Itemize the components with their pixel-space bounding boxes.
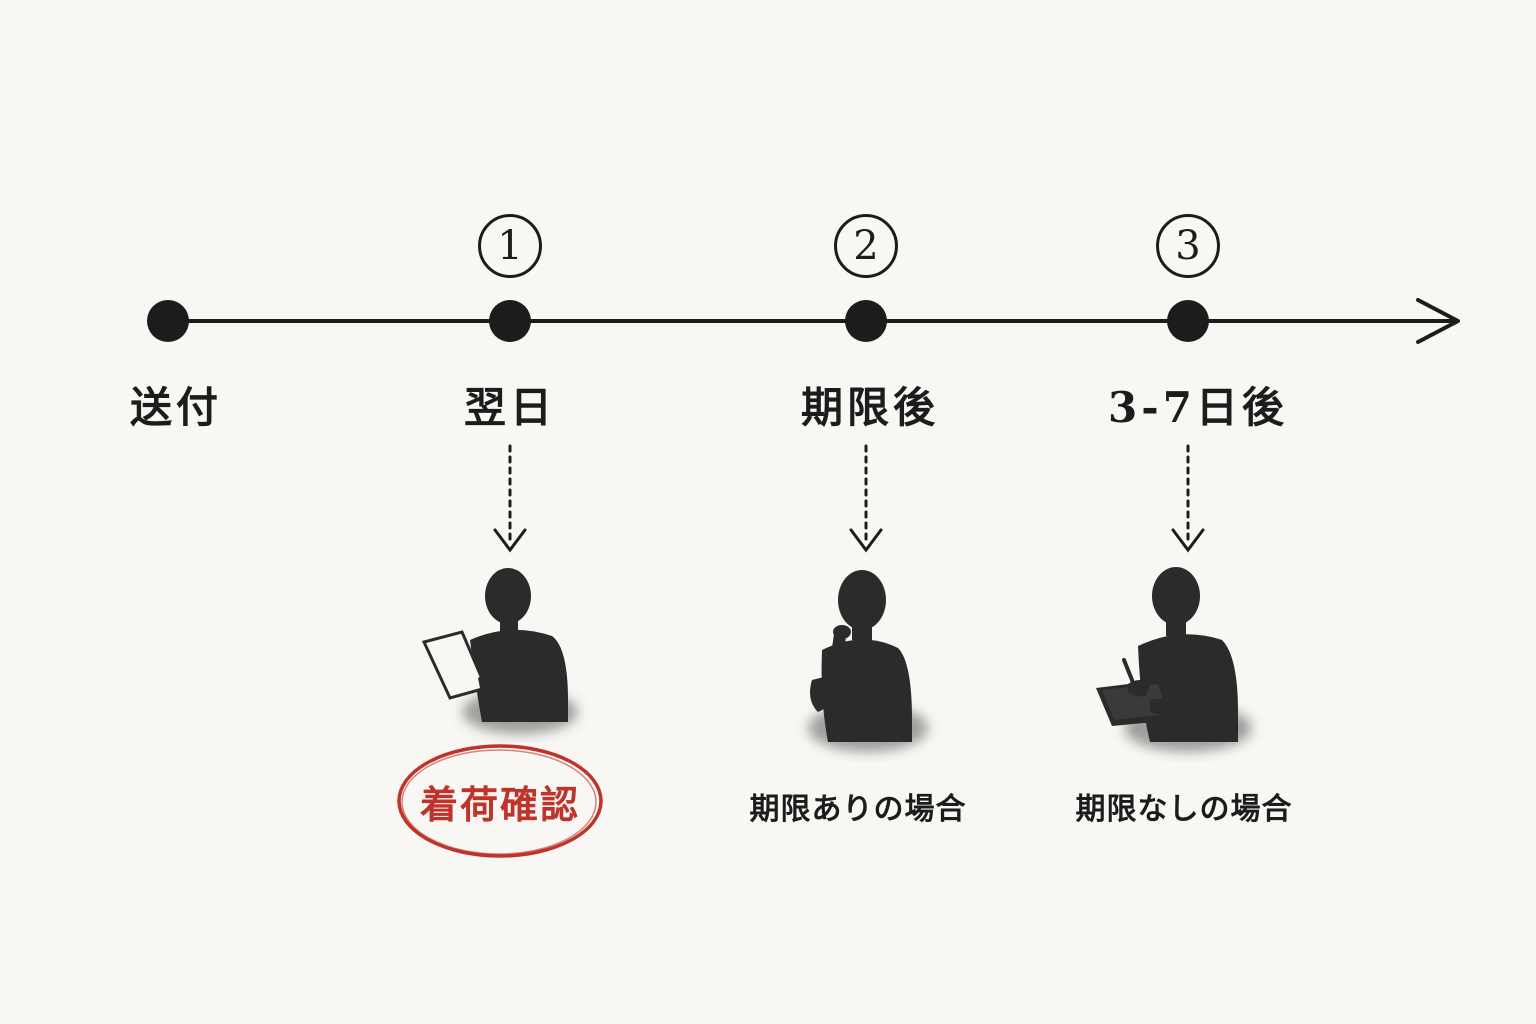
- dashed-arrow-2: [849, 444, 883, 553]
- step-marker-2: 2: [834, 214, 898, 278]
- stamp-ring: [397, 744, 603, 858]
- timeline-dot-next-day: [489, 300, 531, 342]
- step-number-3: 3: [1175, 223, 1201, 269]
- timeline-label-3-7-days: 3-7日後: [1108, 383, 1288, 432]
- timeline-arrowhead: [1416, 298, 1460, 344]
- timeline-label-next-day: 翌日: [463, 383, 557, 432]
- stamp-text: 着荷確認: [419, 781, 580, 827]
- step-number-2: 2: [853, 223, 879, 269]
- timeline-label-send: 送付: [129, 383, 223, 432]
- person-thinking-icon: [808, 570, 928, 752]
- person-writing-clipboard-icon: [1096, 567, 1252, 752]
- step-number-1: 1: [497, 223, 523, 269]
- dashed-arrow-3: [1171, 444, 1205, 553]
- caption-with-deadline: 期限ありの場合: [749, 792, 967, 827]
- step-marker-1: 1: [478, 214, 542, 278]
- step-marker-3: 3: [1156, 214, 1220, 278]
- timeline-dot-after-deadline: [845, 300, 887, 342]
- person-reading-document-icon: [421, 568, 578, 734]
- dashed-arrow-1: [493, 444, 527, 553]
- timeline-dot-send: [147, 300, 189, 342]
- arrival-confirmation-stamp: 着荷確認: [395, 742, 605, 860]
- caption-without-deadline: 期限なしの場合: [1075, 792, 1293, 827]
- timeline-label-after-deadline: 期限後: [800, 383, 940, 432]
- timeline-dot-3-7-days: [1167, 300, 1209, 342]
